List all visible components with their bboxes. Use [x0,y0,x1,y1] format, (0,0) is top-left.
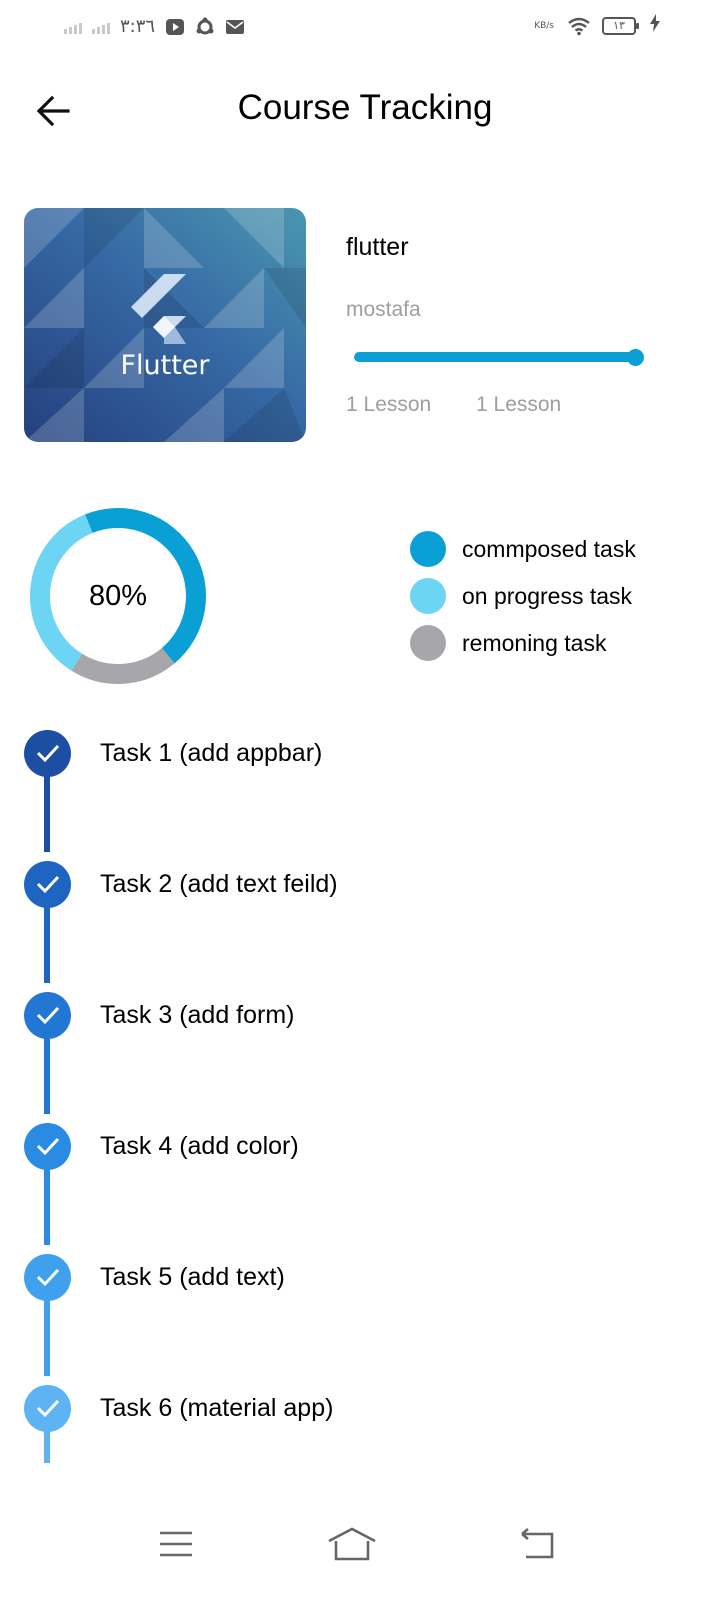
task-timeline: Task 1 (add appbar) Task 2 (add text fei… [0,720,720,1463]
status-time: ٣:٣٦ [120,16,156,37]
check-icon [24,1384,71,1432]
page-title: Course Tracking [237,88,493,127]
legend-label-composed: commposed task [462,535,636,562]
app-bar: Course Tracking [0,70,720,150]
lesson-count-left: 1 Lesson [346,393,432,416]
legend-dot-remaining [410,625,446,661]
system-nav-bar [0,1490,720,1600]
task-item[interactable]: Task 3 (add form) [24,991,624,1039]
task-label: Task 4 (add color) [100,1131,299,1160]
legend-dot-progress [410,578,446,614]
timeline-connector [44,1161,50,1245]
course-progress-handle[interactable] [627,349,644,366]
task-label: Task 5 (add text) [100,1262,285,1291]
menu-button[interactable] [146,1514,206,1574]
menu-icon [160,1531,192,1557]
network-speed: KB/s [534,20,554,31]
course-name: flutter [346,233,409,261]
battery-icon: ١٣ [602,16,639,35]
timeline-connector [44,1292,50,1376]
donut-segment [85,508,206,664]
youtube-icon [165,17,185,37]
task-label: Task 6 (material app) [100,1393,334,1422]
flutter-logo-icon [131,274,186,344]
task-label: Task 3 (add form) [100,1000,295,1029]
check-icon [24,1122,71,1170]
back-button[interactable] [30,88,76,134]
legend-item-composed: commposed task [410,531,636,567]
lesson-count-right: 1 Lesson [476,393,562,416]
timeline-connector [44,1423,50,1463]
timeline-connector [44,768,50,852]
home-button[interactable] [322,1514,382,1574]
sync-icon [195,17,215,37]
back-nav-button[interactable] [508,1514,568,1574]
home-icon [328,1527,376,1561]
legend-label-remaining: remoning task [462,629,607,656]
donut-segment [71,647,175,684]
legend-dot-composed [410,531,446,567]
thumbnail-caption: Flutter [120,350,210,381]
status-bar: ٣:٣٦ KB/s ١٣ [0,0,720,56]
timeline-connector [44,899,50,983]
timeline-connector [44,1030,50,1114]
check-icon [24,729,71,777]
task-label: Task 2 (add text feild) [100,869,338,898]
task-item[interactable]: Task 4 (add color) [24,1122,624,1170]
signal-icon [64,20,82,34]
donut-percent-label: 80% [88,579,148,612]
charging-icon [650,14,660,37]
course-author: mostafa [346,298,421,321]
arrow-left-icon [36,95,70,127]
course-progress-bar [354,352,638,362]
mail-icon [225,17,245,37]
legend-item-remaining: remoning task [410,625,606,661]
task-item[interactable]: Task 6 (material app) [24,1384,624,1432]
check-icon [24,1253,71,1301]
check-icon [24,860,71,908]
back-icon [521,1528,554,1559]
status-right: KB/s ١٣ [534,14,660,37]
task-item[interactable]: Task 2 (add text feild) [24,860,624,908]
task-label: Task 1 (add appbar) [100,738,323,767]
wifi-icon [568,16,590,36]
task-item[interactable]: Task 5 (add text) [24,1253,624,1301]
donut-segment [30,514,93,671]
check-icon [24,991,71,1039]
legend-item-progress: on progress task [410,578,632,614]
course-thumbnail[interactable]: Flutter [24,208,306,442]
status-left: ٣:٣٦ [64,16,245,37]
signal-icon [92,20,110,34]
progress-donut-chart [30,508,206,684]
task-item[interactable]: Task 1 (add appbar) [24,729,624,777]
legend-label-progress: on progress task [462,582,633,609]
